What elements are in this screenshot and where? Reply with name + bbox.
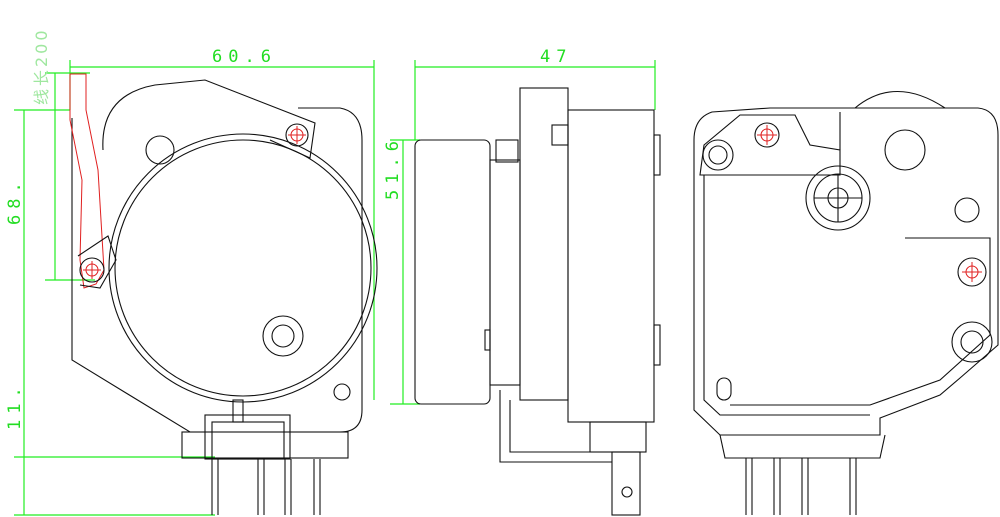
side-view: [414, 87, 661, 516]
front-view: [69, 73, 378, 515]
dim-front-width: 60.6: [212, 47, 277, 67]
dimension-lines: [14, 60, 656, 516]
dim-side-height: 51.6: [383, 135, 403, 200]
dim-height-lower: 11.: [5, 381, 25, 430]
wire-length-label: 线长200: [32, 27, 51, 105]
dim-side-width: 47: [540, 47, 572, 67]
dim-height-upper: 68.: [5, 176, 25, 225]
rear-view: [693, 91, 999, 515]
